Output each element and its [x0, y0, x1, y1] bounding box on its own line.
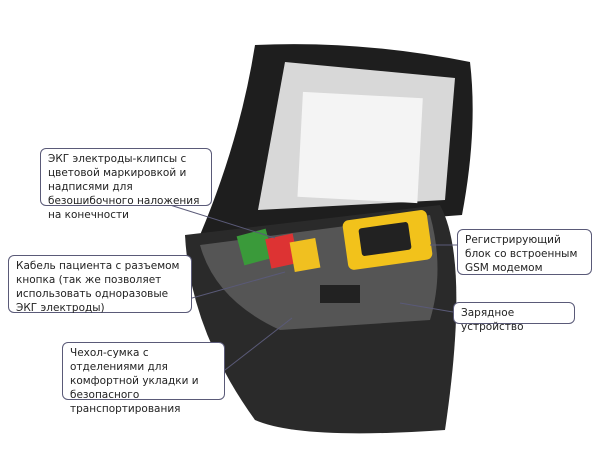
case-base: [185, 205, 457, 434]
case-lid: [200, 44, 473, 236]
callout-recorder: Регистрирующий блок со встроенным GSM мо…: [457, 229, 592, 275]
callout-electrodes: ЭКГ электроды-клипсы с цветовой маркиров…: [40, 148, 212, 221]
instruction-sheet: [297, 91, 423, 204]
clip-red: [265, 233, 299, 269]
pointer-lines: [169, 204, 457, 371]
callout-case: Чехол-сумка с отделениями для комфортной…: [62, 342, 225, 415]
clip-yellow: [289, 237, 321, 273]
callout-cable: Кабель пациента с разъемом кнопка (так ж…: [8, 255, 192, 314]
clip-green: [236, 228, 274, 266]
callout-charger: Зарядное устройство: [453, 302, 575, 333]
charger: [320, 285, 360, 303]
